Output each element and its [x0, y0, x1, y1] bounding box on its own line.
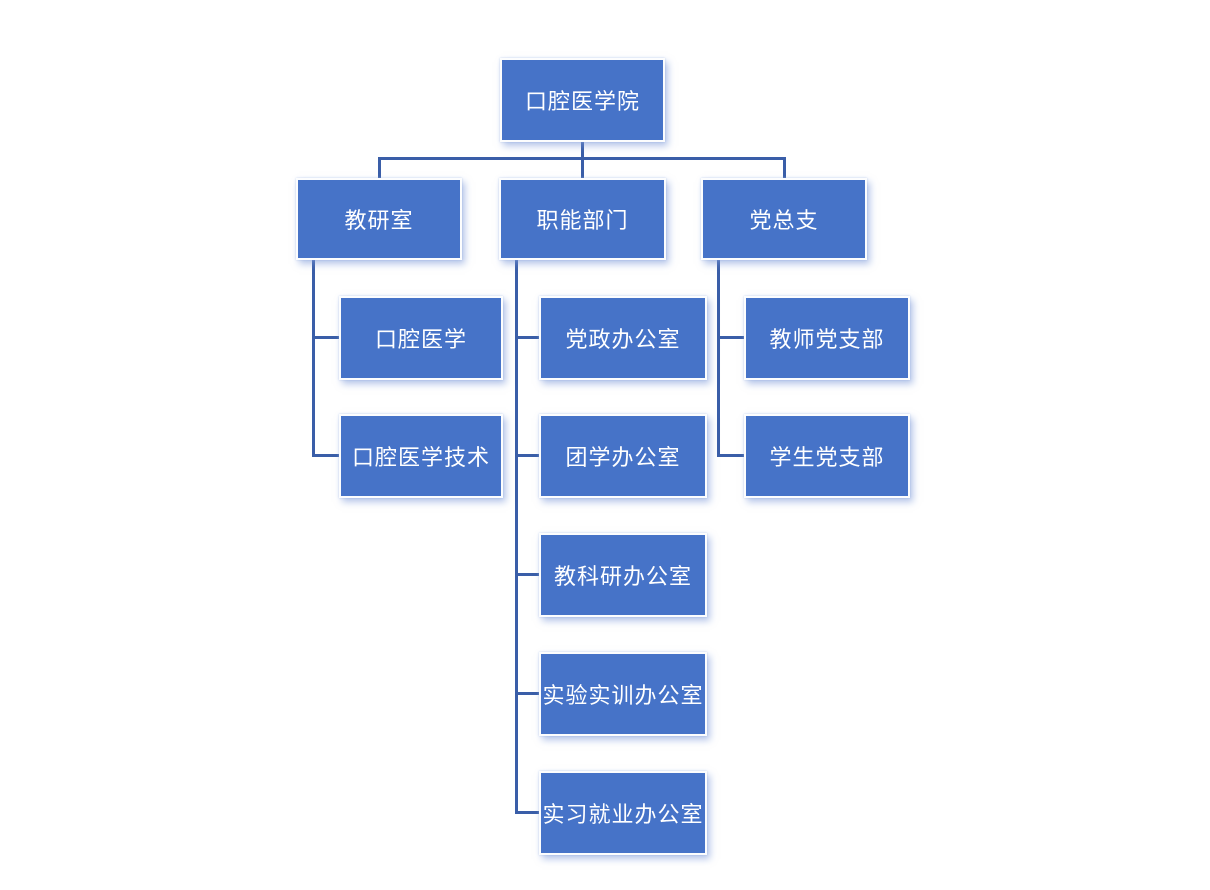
- node-teaching-research-admin-office: 教科研办公室: [539, 533, 707, 617]
- connector-elbow-branch-0-child-1: [312, 454, 342, 457]
- node-party-admin-office: 党政办公室: [539, 296, 707, 380]
- connector-trunk-branch-2: [717, 260, 720, 457]
- node-youth-league-office: 团学办公室: [539, 414, 707, 498]
- node-label: 口腔医学院: [524, 89, 640, 114]
- node-teaching-research-section: 教研室: [296, 178, 462, 260]
- connector-drop-branch-0: [378, 157, 381, 180]
- connector-trunk-branch-1: [515, 260, 518, 814]
- connector-drop-branch-2: [783, 157, 786, 180]
- connector-elbow-branch-2-child-0: [717, 336, 747, 339]
- connector-elbow-branch-1-child-3: [515, 692, 542, 695]
- node-label: 教师党支部: [769, 327, 885, 352]
- connector-elbow-branch-1-child-2: [515, 573, 542, 576]
- node-internship-employment-office: 实习就业办公室: [539, 771, 707, 855]
- connector-root-stem: [581, 142, 584, 160]
- connector-elbow-branch-0-child-0: [312, 336, 342, 339]
- node-label: 学生党支部: [769, 445, 885, 470]
- node-label: 党总支: [749, 208, 819, 233]
- node-lab-training-office: 实验实训办公室: [539, 652, 707, 736]
- node-stomatology: 口腔医学: [339, 296, 503, 380]
- connector-elbow-branch-1-child-1: [515, 454, 542, 457]
- node-party-general-branch: 党总支: [701, 178, 867, 260]
- node-functional-departments: 职能部门: [499, 178, 666, 260]
- node-label: 实习就业办公室: [542, 802, 704, 827]
- node-student-party-branch: 学生党支部: [744, 414, 910, 498]
- connector-elbow-branch-2-child-1: [717, 454, 747, 457]
- node-label: 教研室: [344, 208, 414, 233]
- node-label: 团学办公室: [565, 445, 681, 470]
- node-label: 实验实训办公室: [542, 683, 704, 708]
- node-dental-technology: 口腔医学技术: [339, 414, 503, 498]
- node-school-of-stomatology: 口腔医学院: [500, 58, 665, 142]
- connector-drop-branch-1: [581, 157, 584, 180]
- connector-trunk-branch-0: [312, 260, 315, 457]
- node-label: 职能部门: [536, 208, 629, 233]
- connector-elbow-branch-1-child-4: [515, 811, 542, 814]
- node-label: 口腔医学: [374, 327, 467, 352]
- connector-elbow-branch-1-child-0: [515, 336, 542, 339]
- node-teacher-party-branch: 教师党支部: [744, 296, 910, 380]
- node-label: 口腔医学技术: [351, 445, 490, 470]
- node-label: 党政办公室: [565, 327, 681, 352]
- node-label: 教科研办公室: [553, 564, 692, 589]
